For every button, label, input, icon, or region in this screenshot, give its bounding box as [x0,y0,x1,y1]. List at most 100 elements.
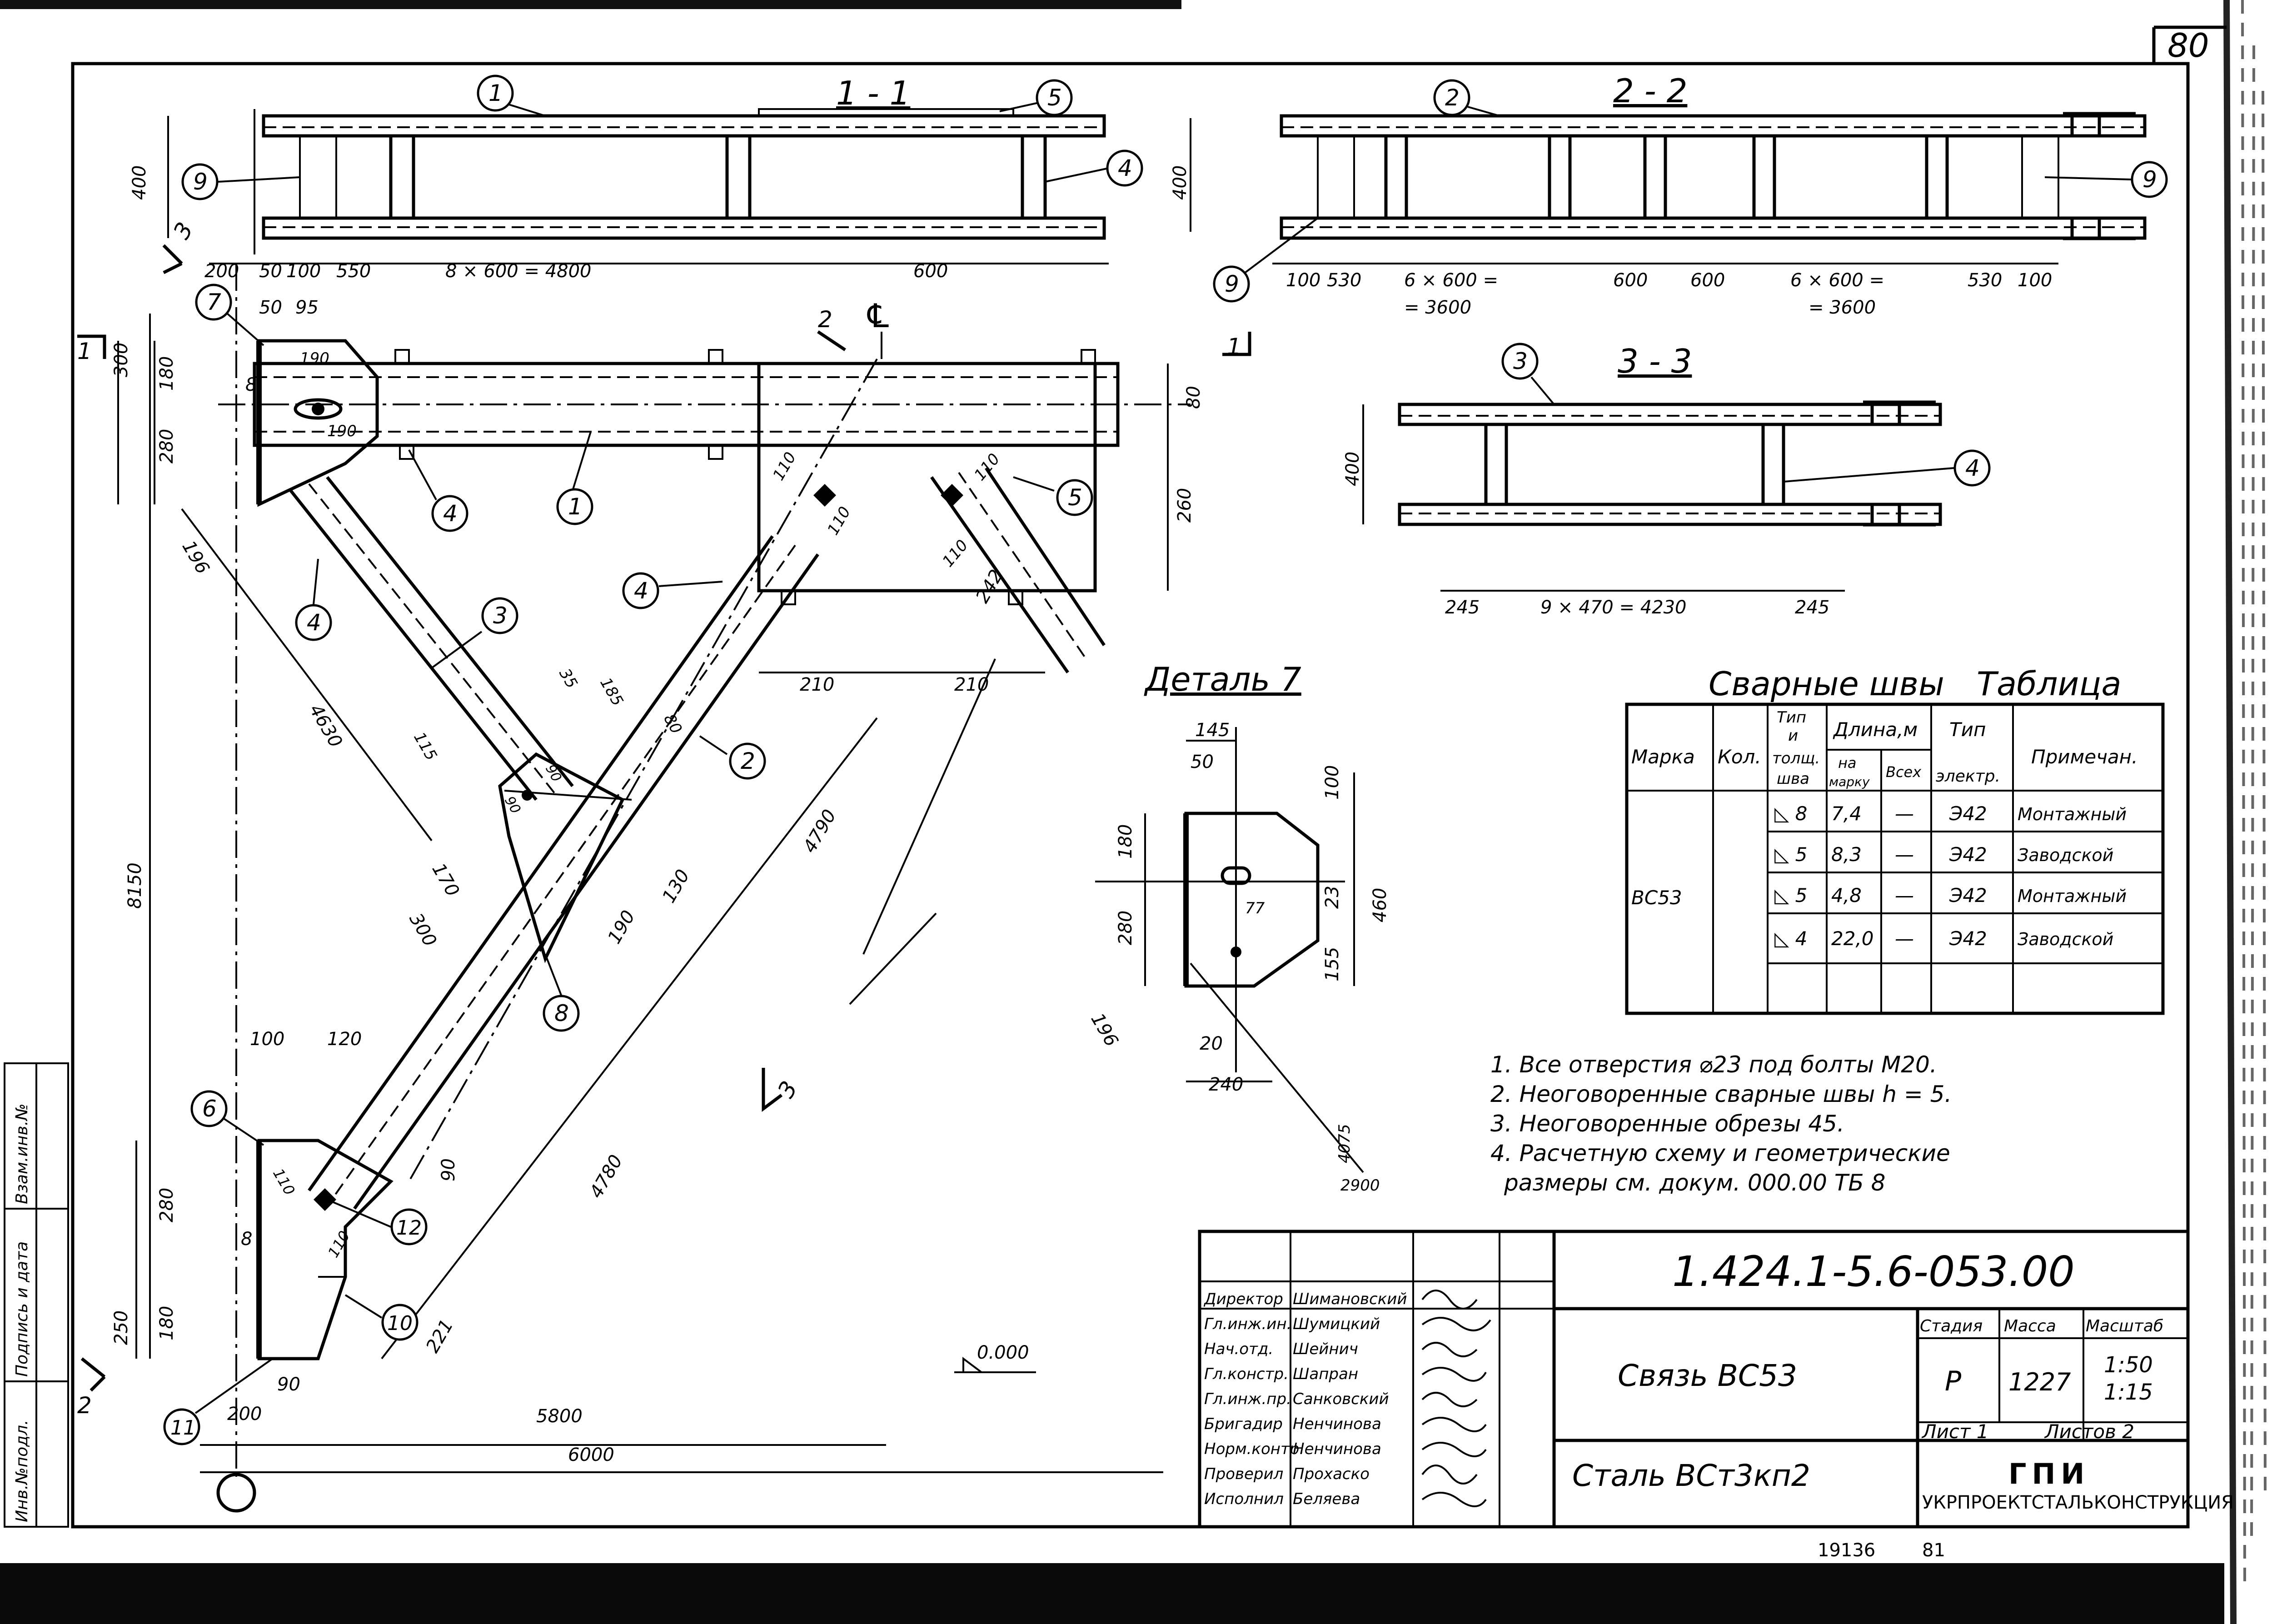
main-dim-50: 50 [259,297,282,318]
s2-dim-3600b-2: = 3600 [1809,297,1876,318]
tb-role-5: Гл.инж.пр. [1204,1390,1291,1408]
s2-dim-3600a-2: = 3600 [1404,297,1471,318]
d7-dim-2900: 2900 [1340,1176,1380,1195]
main-marker-10-text: 10 [387,1312,413,1335]
s1-dim-100: 100 [286,261,321,282]
section-1-1-title: 1 - 1 [836,74,910,112]
note-4: 4. Расчетную схему и геометрические [1490,1140,1950,1166]
main-elevation: ℄ 0.000 50 95 300 180 280 8 190 190 80 2… [77,218,1251,1513]
scan-bottom-band [0,1563,2272,1624]
wt-r1-el: Э42 [1949,802,1987,825]
main-dim-130: 130 [658,866,694,907]
wt-r4-el: Э42 [1949,927,1987,950]
wt-r3-per: 4,8 [1831,884,1862,907]
wt-r3-type: ◺ 5 [1774,884,1807,907]
wt-h-qty: Кол. [1718,746,1761,768]
tb-mass: 1227 [2008,1368,2071,1396]
wt-h-type-4: шва [1777,770,1809,788]
main-dim-90a: 90 [542,762,564,785]
main-grid-axis [216,1473,256,1513]
d7-dim-155: 155 [1322,947,1343,981]
main-dim-35: 35 [555,666,581,692]
title-block: 1.424.1-5.6-053.00 Связь ВС53 Сталь ВСт3… [1198,1230,2234,1529]
tb-name-4: Шапран [1293,1365,1358,1383]
s2-dim-100b: 100 [2018,270,2052,291]
main-marker-5 [1056,479,1093,516]
main-dim-110f: 110 [324,1228,353,1260]
main-dim-300b: 300 [405,910,440,950]
note-5: размеры см. докум. 000.00 ТБ 8 [1504,1170,1885,1196]
main-dim-80b: 80 [660,711,685,737]
wt-h-electrode-2: электр. [1936,767,2000,786]
tb-material: Сталь ВСт3кп2 [1572,1458,1810,1493]
main-dim-242: 242 [972,566,1007,607]
main-dim-280: 280 [156,429,177,463]
d7-dim-20: 20 [1200,1033,1223,1054]
main-marker-4c-text: 4 [634,578,648,604]
s2-marker-9a [1213,265,1250,303]
s3-marker-3-text: 3 [1513,348,1528,374]
section-2-2: 2 - 2 400 100 530 6 × 600 = = 3600 600 6… [1170,72,2168,318]
main-marker-8 [543,995,580,1032]
s3-dim-245a: 245 [1445,597,1480,618]
tb-name-8: Прохаско [1293,1465,1370,1483]
note-2: 2. Неоговоренные сварные швы h = 5. [1490,1081,1952,1107]
wt-r4-note: Заводской [2018,929,2113,949]
wt-r2-per: 8,3 [1831,843,1862,866]
d7-dim-460: 460 [1370,888,1390,922]
main-dim-110a: 110 [769,449,800,483]
wt-h-type-1: Тип [1777,708,1806,727]
tb-stage: Р [1945,1365,1962,1397]
tb-name-6: Ненчинова [1293,1415,1381,1433]
wt-r1-note: Монтажный [2018,804,2127,824]
tb-scale-2: 1:15 [2104,1380,2153,1405]
d7-dim-50: 50 [1191,752,1214,772]
section-3-3-title: 3 - 3 [1618,342,1692,380]
s2-marker-9b-text: 9 [2142,166,2157,193]
main-dim-100: 100 [250,1029,284,1050]
main-dim-260: 260 [1174,488,1195,523]
main-dim-280b: 280 [156,1188,177,1222]
main-marker-2 [729,742,766,780]
wt-r4-total: — [1895,927,1914,950]
s1-marker-4-text: 4 [1118,155,1132,181]
tb-stage-label: Стадия [1920,1317,1983,1335]
main-marker-7 [195,284,232,321]
tb-role-4: Гл.констр. [1204,1365,1289,1383]
cut-2-bottom: 2 [77,1392,92,1419]
s2-dim-100a: 100 [1286,270,1320,291]
tb-org-1: ГПИ [2008,1457,2090,1490]
tb-role-7: Норм.контр. [1204,1440,1304,1458]
main-marker-11-text: 11 [170,1416,196,1440]
wt-mark: ВС53 [1631,887,1682,909]
main-dim-110c: 110 [971,450,1003,484]
s3-dim-400: 400 [1342,452,1363,486]
main-centerline-mark: ℄ [863,297,893,335]
s1-marker-5 [1036,79,1073,116]
cut-2-top: 2 [818,306,832,333]
main-dim-180: 180 [156,356,177,391]
detail-7-title: Деталь 7 [1144,660,1301,698]
cut-1-left: 1 [77,338,92,364]
main-marker-12-text: 12 [396,1216,422,1240]
s2-dim-3600a-1: 6 × 600 = [1404,270,1498,291]
main-marker-6 [190,1090,228,1127]
main-dim-8150: 8150 [125,862,145,909]
bottom-number-1: 19136 [1818,1540,1875,1561]
tb-role-3: Нач.отд. [1204,1340,1273,1358]
main-dim-5800: 5800 [536,1406,583,1427]
s2-marker-9a-text: 9 [1225,271,1239,297]
s1-marker-1-text: 1 [488,80,503,106]
page-number-box [2152,25,2227,64]
tb-role-9: Исполнил [1204,1490,1284,1508]
main-dim-90d: 90 [277,1374,300,1395]
s2-dim-3600b-1: 6 × 600 = [1790,270,1884,291]
wt-r4-per: 22,0 [1831,927,1874,950]
tb-name-5: Санковский [1293,1390,1389,1408]
tb-name-2: Шумицкий [1293,1315,1380,1333]
main-marker-4b [295,604,332,641]
main-dim-180b: 180 [156,1306,177,1340]
wt-h-per-mark-2: марку [1829,774,1870,789]
tb-sheets: Листов 2 [2044,1420,2134,1443]
tb-name-3: Шейнич [1293,1340,1358,1358]
